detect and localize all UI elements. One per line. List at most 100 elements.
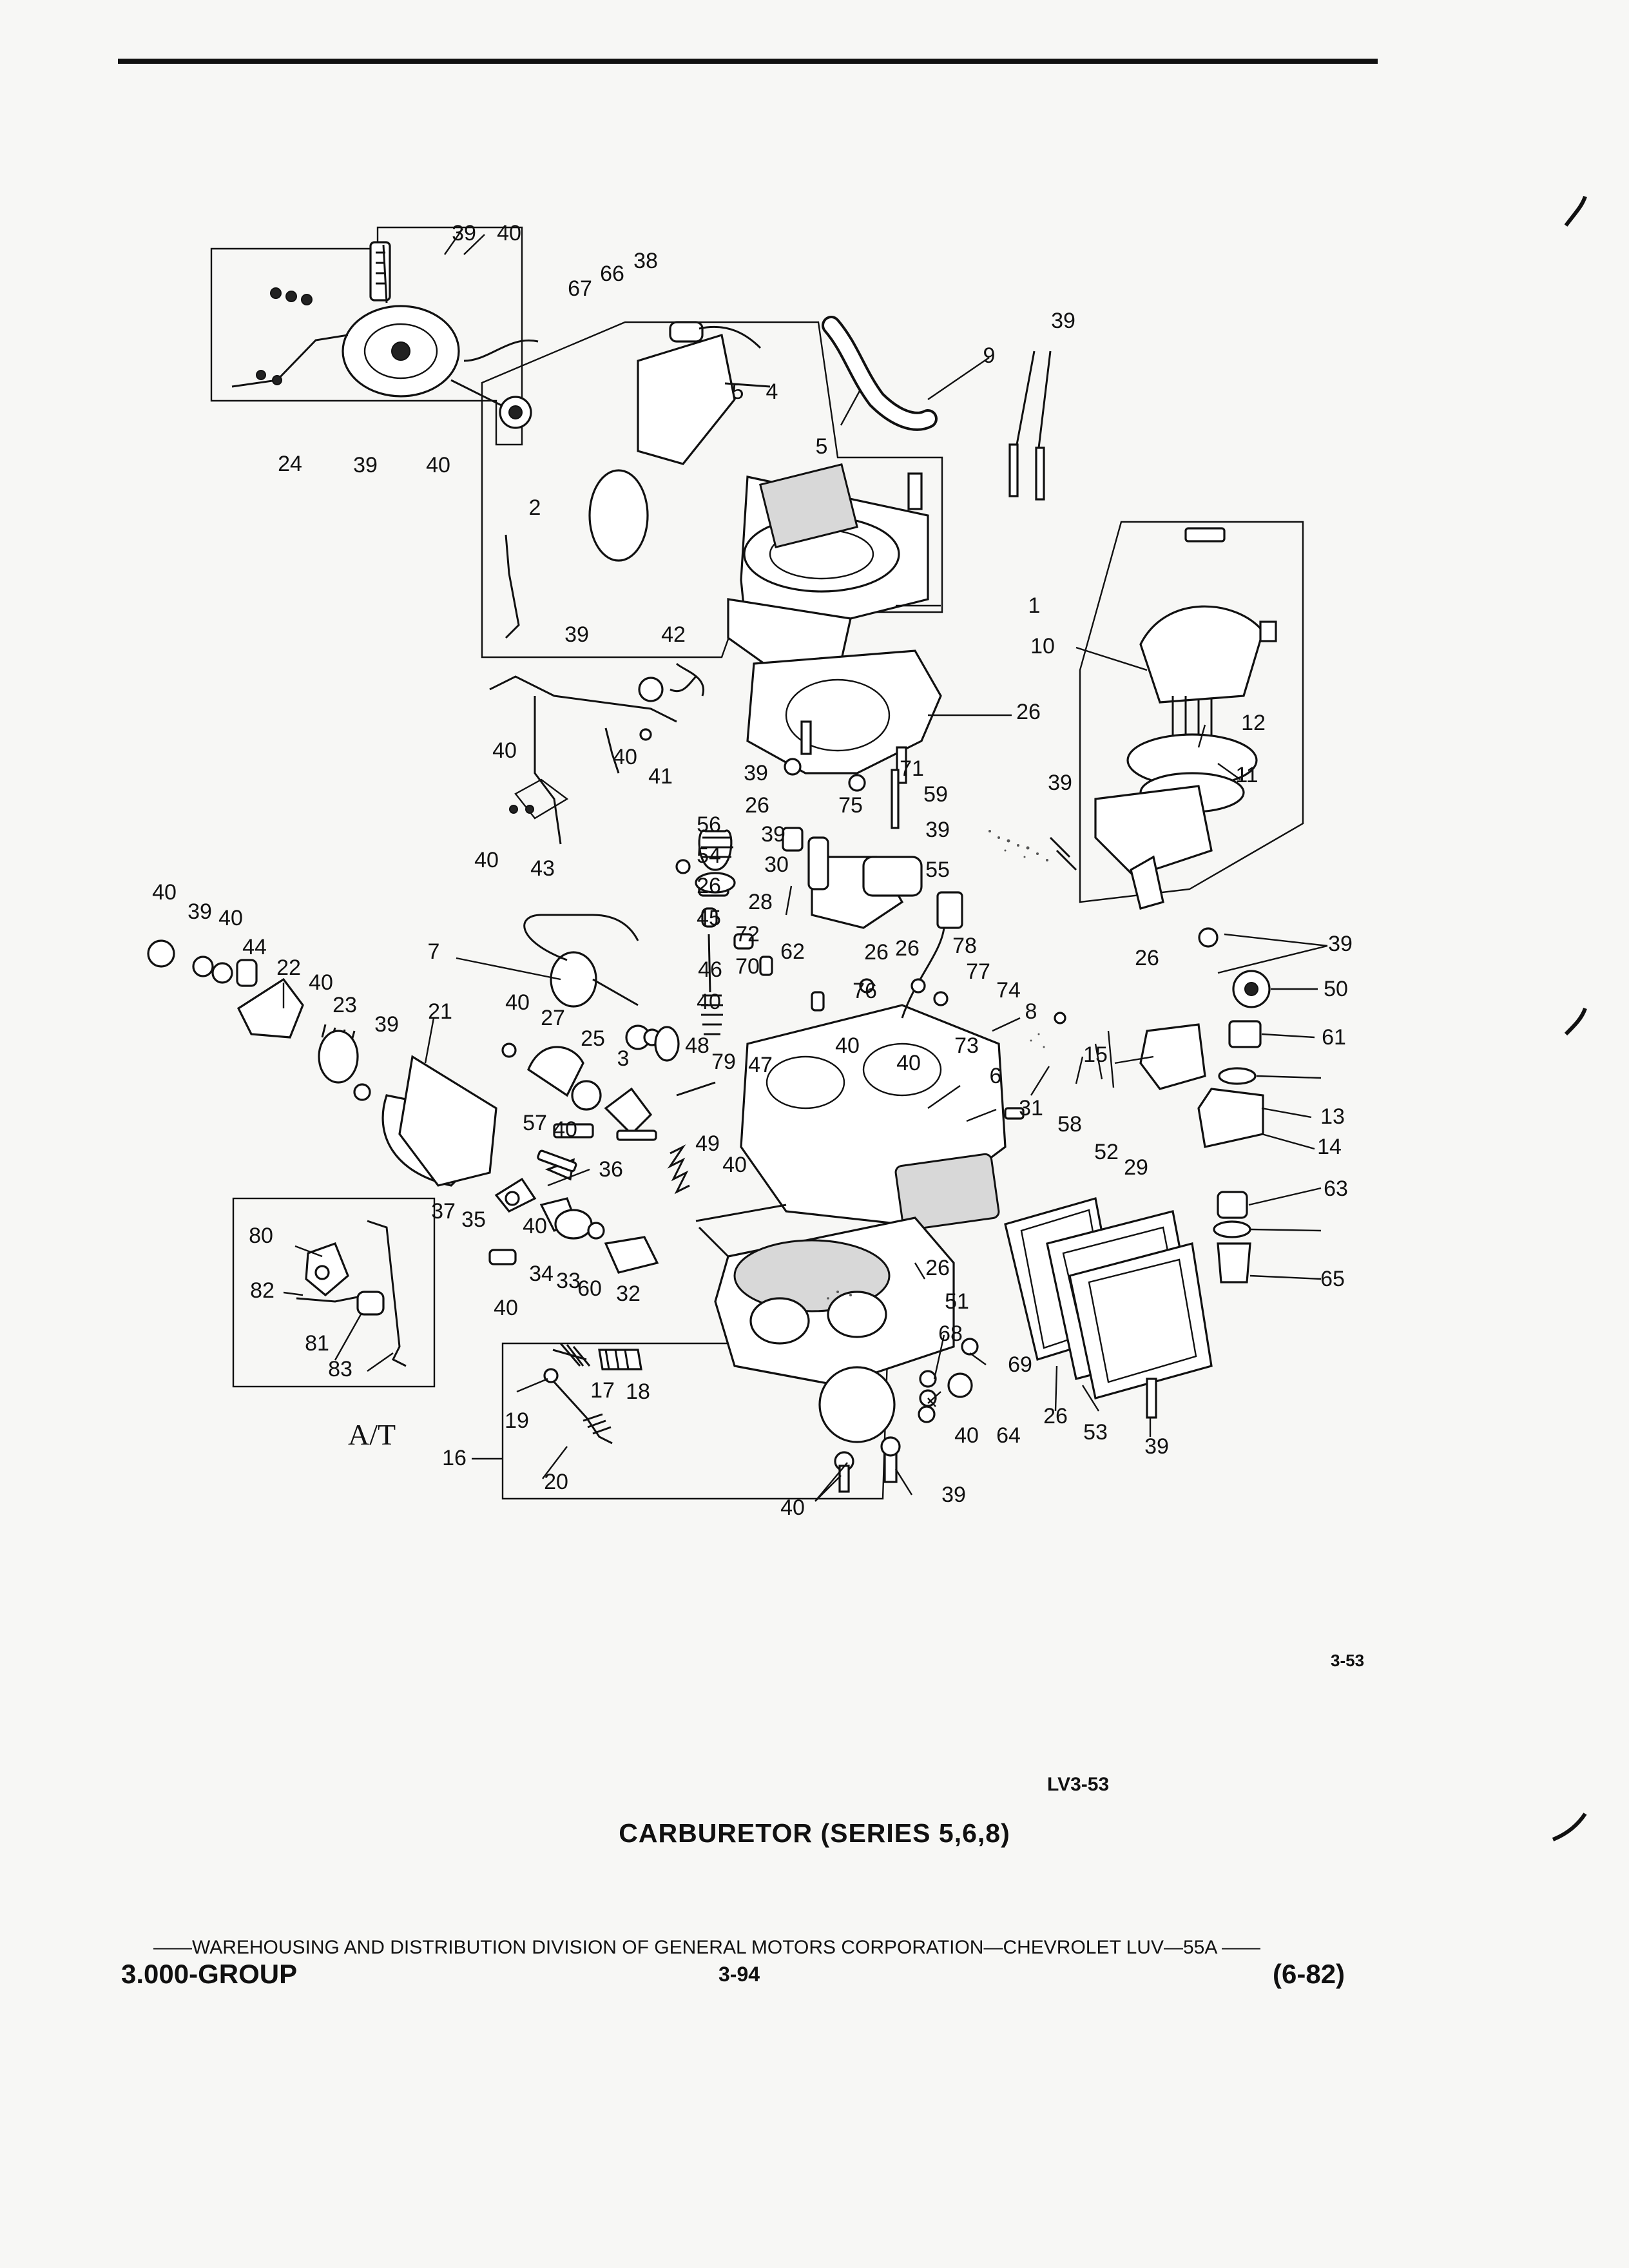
callout-number: 35: [461, 1207, 486, 1232]
callout-number: 39: [188, 899, 212, 924]
callout-number: 26: [895, 936, 920, 961]
callout-number: 2: [528, 495, 541, 520]
callout-number: 71: [900, 756, 924, 781]
callout-number: 39: [941, 1483, 966, 1507]
callout-number: 22: [276, 956, 301, 980]
callout-number: 24: [278, 452, 302, 476]
callout-number: 26: [1043, 1404, 1068, 1428]
callout-number: 15: [1083, 1043, 1108, 1067]
callout-number: 39: [1144, 1434, 1169, 1459]
callout-number: 53: [1083, 1420, 1108, 1445]
callout-number: 7: [427, 939, 440, 964]
small-hardware: [639, 720, 1077, 1120]
callout-number: 62: [780, 939, 805, 964]
primer-group-frame: [1079, 521, 1304, 903]
callout-number: 77: [966, 959, 990, 984]
callout-number: 10: [1030, 634, 1055, 658]
callout-number: 40: [218, 906, 243, 930]
callout-number: 39: [374, 1012, 399, 1037]
callout-number: 33: [556, 1269, 581, 1293]
vacuum-hose-part: [822, 316, 1052, 501]
callout-number: 26: [864, 940, 889, 965]
air-horn-part: [588, 321, 929, 678]
callout-number: 5: [815, 434, 828, 459]
top-rule: [118, 59, 1378, 64]
callout-number: 40: [426, 453, 450, 477]
callout-number: 79: [711, 1050, 736, 1074]
figure-caption: CARBURETOR (SERIES 5,6,8): [619, 1818, 1010, 1848]
callout-number: 19: [505, 1408, 529, 1433]
callout-number: 34: [529, 1262, 554, 1286]
callout-number: 66: [600, 262, 624, 286]
callout-number: 41: [648, 764, 673, 789]
callout-number: 17: [590, 1378, 615, 1403]
callout-number: 40: [505, 990, 530, 1015]
callout-number: 70: [735, 954, 760, 979]
callout-number: 82: [250, 1278, 275, 1303]
callout-number: 36: [599, 1157, 623, 1182]
footer-date: (6-82): [1273, 1959, 1345, 1989]
callout-number: 74: [996, 978, 1021, 1003]
callout-number: 48: [685, 1033, 709, 1058]
callout-number: 26: [1016, 700, 1041, 724]
callout-number: 28: [748, 890, 773, 914]
callout-number: 40: [494, 1296, 518, 1320]
callout-number: 73: [954, 1033, 979, 1058]
callout-number: 47: [748, 1053, 773, 1077]
callout-number: 61: [1322, 1025, 1346, 1050]
callout-number: 64: [996, 1423, 1021, 1448]
callout-number: 75: [838, 793, 863, 818]
callout-number: 80: [249, 1224, 273, 1248]
callout-number: 40: [697, 990, 721, 1014]
callout-number: 40: [474, 848, 499, 872]
callout-number: 30: [764, 852, 789, 877]
callout-number: 58: [1057, 1112, 1082, 1137]
callout-number: 4: [766, 380, 778, 404]
secondary-lever-part: [488, 1177, 659, 1274]
callout-number: 78: [952, 934, 977, 958]
callout-number: 40: [152, 880, 177, 905]
callout-number: 23: [333, 993, 357, 1017]
callout-number: 40: [835, 1033, 860, 1058]
at-kickdown-part: [296, 1220, 407, 1367]
callout-number: 59: [923, 782, 948, 807]
callout-number: 40: [523, 1214, 547, 1238]
callout-number: 14: [1317, 1135, 1342, 1159]
callout-number: 1: [1028, 593, 1041, 618]
callout-number: 25: [581, 1026, 605, 1051]
callout-number: 42: [661, 622, 686, 647]
callout-number: 16: [442, 1446, 467, 1470]
callout-number: 40: [954, 1423, 979, 1448]
callout-number: 40: [553, 1117, 577, 1142]
fast-idle-cam-part: [501, 1043, 657, 1181]
footer-group: 3.000-GROUP: [121, 1959, 298, 1989]
callout-number: 3: [617, 1046, 630, 1071]
callout-number: 26: [745, 793, 769, 818]
callout-number: 40: [613, 745, 637, 769]
scan-speckles: [827, 830, 1048, 1300]
footer-page-number: 3-94: [718, 1963, 760, 1986]
callout-number: 26: [1135, 946, 1159, 970]
callout-number: 27: [541, 1006, 565, 1030]
callout-number: 67: [568, 276, 592, 301]
at-label: A/T: [348, 1418, 396, 1451]
callout-number: 76: [853, 979, 877, 1003]
main-body-part: [740, 836, 1007, 1231]
callout-number: 40: [896, 1051, 921, 1075]
callout-number: 38: [633, 249, 658, 273]
callout-number: 11: [1235, 763, 1258, 787]
callout-number: 39: [761, 822, 786, 847]
callout-number: 39: [925, 818, 950, 842]
callout-number: 37: [431, 1199, 456, 1224]
choke-housing-part: [231, 241, 539, 429]
callout-number: 55: [925, 858, 950, 882]
callout-number: 31: [1019, 1096, 1043, 1120]
callout-number: 51: [945, 1289, 969, 1314]
callout-number: 40: [780, 1495, 805, 1520]
callout-number: 50: [1324, 977, 1348, 1001]
callout-number: 39: [353, 453, 378, 477]
figure-id: LV3-53: [1047, 1774, 1110, 1795]
choke-unloader-part: [1094, 527, 1277, 910]
callout-number: 32: [616, 1282, 641, 1306]
